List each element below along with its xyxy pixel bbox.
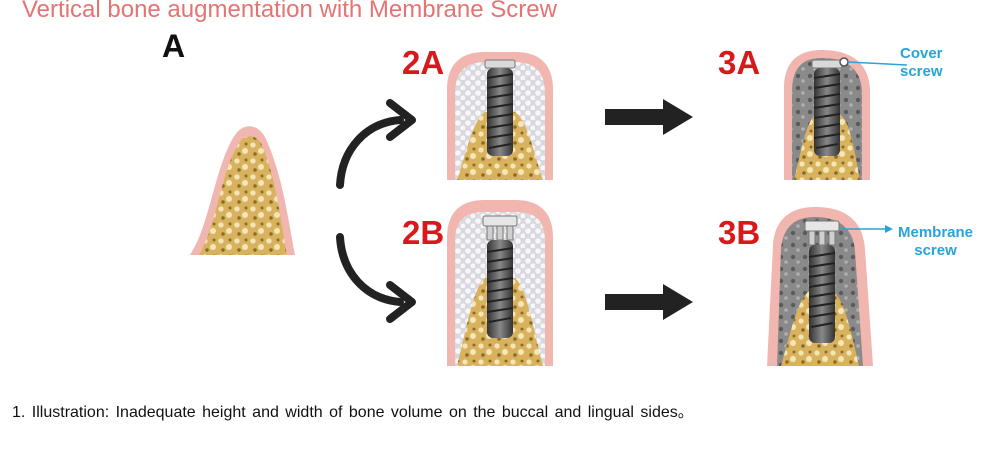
callout-membrane-line1: Membrane <box>898 224 974 241</box>
healed-with-membrane-screw-illustration <box>767 207 893 366</box>
graft-with-cover-screw-illustration <box>447 52 553 180</box>
callout-cover-line1: Cover <box>900 45 943 62</box>
panel-label-3a: 3A <box>718 44 761 81</box>
ridge-original-illustration <box>190 126 295 255</box>
curved-arrow-up-icon <box>336 99 416 189</box>
callout-cover-line2: screw <box>900 63 943 80</box>
callout-membrane-line2: screw <box>914 242 957 259</box>
panel-label-2b: 2B <box>402 214 445 251</box>
graft-with-membrane-screw-illustration <box>447 200 553 366</box>
panel-label-2a: 2A <box>402 44 445 81</box>
right-arrow-icon <box>605 284 693 320</box>
panel-label-a: A <box>162 28 186 64</box>
healed-with-cover-screw-illustration <box>784 50 908 180</box>
panel-label-3b: 3B <box>718 214 761 251</box>
figure-title: Vertical bone augmentation with Membrane… <box>22 0 557 23</box>
curved-arrow-down-icon <box>336 233 416 323</box>
right-arrow-icon <box>605 99 693 135</box>
membrane-screw-callout: Membrane screw <box>898 224 973 260</box>
figure-caption: 1. Illustration: Inadequate height and w… <box>12 404 694 421</box>
cover-screw-callout: Cover screw <box>900 45 943 81</box>
